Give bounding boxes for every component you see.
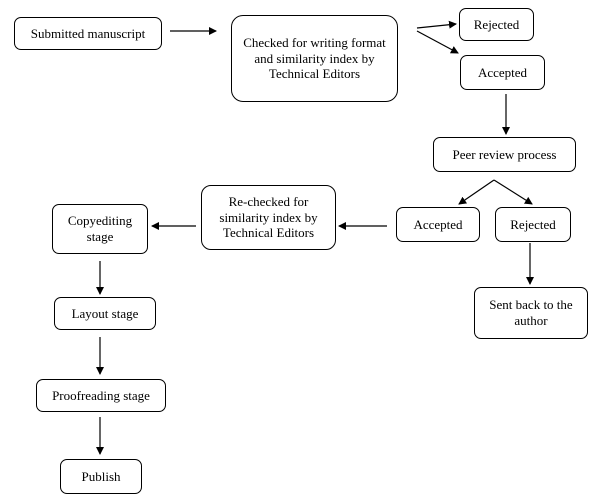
node-copyediting-stage: Copyediting stage [52, 204, 148, 254]
node-rejected-after-review: Rejected [495, 207, 571, 242]
node-publish: Publish [60, 459, 142, 494]
arrow-peer-review-to-rejected-2 [493, 179, 533, 205]
node-accepted-initial-label: Accepted [477, 64, 528, 80]
arrow-checked-to-rejected-1 [416, 20, 457, 29]
node-proofreading-stage-label: Proofreading stage [52, 387, 150, 403]
node-sent-back-to-author: Sent back to the author [474, 287, 588, 339]
node-layout-stage: Layout stage [54, 297, 156, 330]
arrow-peer-review-to-accepted-2 [458, 179, 495, 205]
node-rejected-initial: Rejected [459, 8, 534, 41]
arrow-checked-to-accepted-1 [416, 30, 459, 54]
node-rejected-initial-label: Rejected [473, 16, 520, 32]
node-accepted-after-review: Accepted [396, 207, 480, 242]
node-rejected-after-review-label: Rejected [510, 216, 556, 232]
node-peer-review-process-label: Peer review process [452, 146, 557, 162]
node-checked-writing-format: Checked for writing format and similarit… [231, 15, 398, 102]
node-submitted-manuscript: Submitted manuscript [14, 17, 162, 50]
node-checked-writing-format-label: Checked for writing format and similarit… [243, 35, 386, 82]
node-accepted-initial: Accepted [460, 55, 545, 90]
node-rechecked-similarity-label: Re-checked for similarity index by Techn… [219, 194, 318, 241]
node-peer-review-process: Peer review process [433, 137, 576, 172]
node-proofreading-stage: Proofreading stage [36, 379, 166, 412]
node-publish-label: Publish [81, 468, 121, 484]
node-rechecked-similarity: Re-checked for similarity index by Techn… [201, 185, 336, 250]
node-submitted-manuscript-label: Submitted manuscript [30, 25, 146, 41]
node-sent-back-to-author-label: Sent back to the author [489, 297, 573, 328]
node-layout-stage-label: Layout stage [71, 305, 139, 321]
node-copyediting-stage-label: Copyediting stage [67, 213, 133, 244]
node-accepted-after-review-label: Accepted [413, 216, 463, 232]
